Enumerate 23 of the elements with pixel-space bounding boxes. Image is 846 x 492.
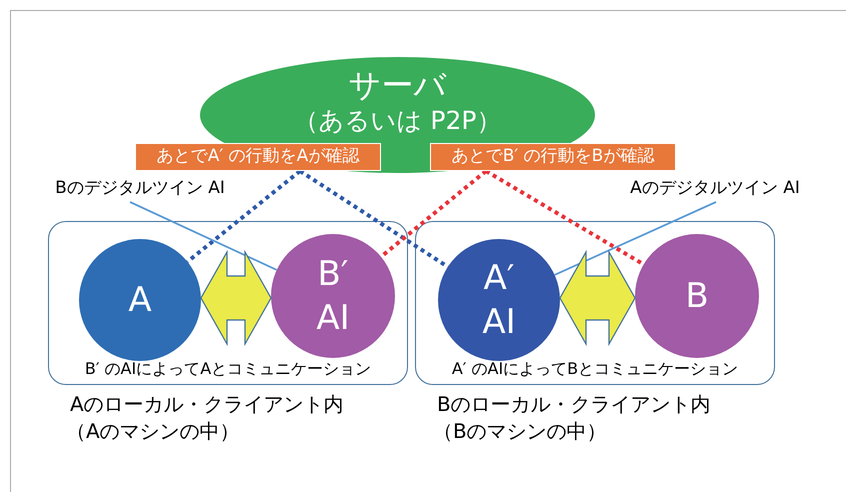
leader-line (554, 201, 716, 276)
box-caption: B′ のAIによってAとコミュニケーション (84, 358, 372, 380)
client-caption: Aのローカル・クライアント内 (70, 391, 344, 417)
dotted-line (380, 169, 488, 258)
agent-circle: B′ AI (271, 234, 395, 358)
box-caption: A′ のAIによってBとコミュニケーション (450, 358, 740, 380)
dotted-line (298, 169, 449, 268)
server-title: サーバ (348, 65, 446, 105)
agent-circle: A (79, 239, 201, 361)
dotted-line (186, 169, 302, 264)
client-caption: （Aのマシンの中） (66, 418, 240, 444)
client-caption: Bのローカル・クライアント内 (437, 391, 711, 417)
leader-line (130, 201, 278, 271)
server-subtitle: （あるいは P2P） (293, 105, 502, 137)
double-arrow (200, 250, 272, 346)
agent-circle: B (635, 234, 759, 358)
note-label: あとでA′ の行動をAが確認 (135, 143, 381, 171)
annotation-text: Bのデジタルツイン AI (40, 174, 240, 202)
agent-circle: A′ AI (438, 239, 560, 361)
note-label: あとでB′ の行動をBが確認 (430, 143, 676, 171)
client-caption: （Bのマシンの中） (433, 418, 607, 444)
double-arrow (559, 250, 636, 346)
annotation-text: Aのデジタルツイン AI (615, 174, 815, 202)
